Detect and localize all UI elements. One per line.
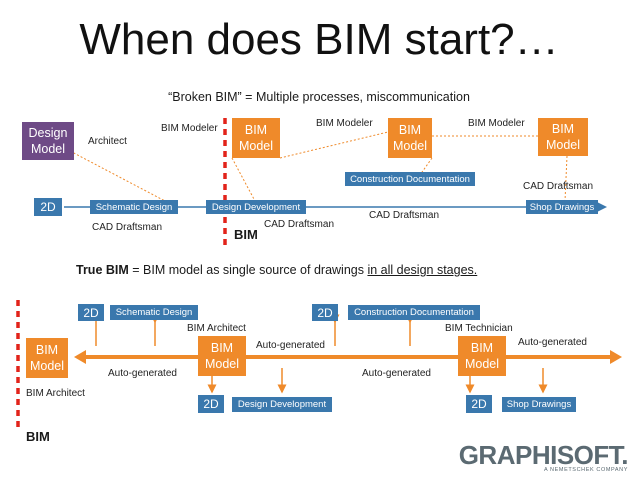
bottom-2d-2: 2D [198,395,224,413]
logo-tagline: A NEMETSCHEK COMPANY [543,467,628,473]
bim-model-box-2: BIM Model [388,118,432,158]
stage-shop-drawings: Shop Drawings [526,200,598,214]
auto-generated-label-4: Auto-generated [518,337,587,348]
bottom-bim-model-1: BIM Model [26,338,68,378]
bottom-bim-label: BIM [26,429,50,444]
bim-model-box-3: BIM Model [538,118,588,156]
bim-technician-label: BIM Technician [445,323,513,334]
bottom-bim-model-2: BIM Model [198,336,246,376]
bim-architect-label-mid: BIM Architect [187,323,246,334]
bottom-2d-4: 2D [466,395,492,413]
auto-generated-label-2: Auto-generated [256,340,325,351]
bim-model-box-1: BIM Model [232,118,280,158]
cad-draftsman-label-3: CAD Draftsman [369,210,440,221]
cad-draftsman-label-1: CAD Draftsman [92,222,163,233]
stage-construction-documentation: Construction Documentation [345,172,475,186]
bottom-stage-design-development: Design Development [232,397,332,412]
architect-label: Architect [88,136,127,147]
bottom-stage-schematic-design: Schematic Design [110,305,198,320]
logo-name: GRAPHISOFT. [458,440,629,470]
stage-2d-top: 2D [34,198,62,216]
top-bim-label: BIM [234,227,258,242]
slide-title: When does BIM start?… [79,15,559,64]
stage-design-development: Design Development [206,200,306,214]
auto-generated-label-3: Auto-generated [362,368,431,379]
true-bim-statement: True BIM = BIM model as single source of… [76,263,477,277]
bim-architect-label-left: BIM Architect [26,388,85,399]
stage-schematic-design: Schematic Design [90,200,178,214]
design-model-box: Design Model [22,122,74,160]
top-dotted-links [69,131,568,202]
graphisoft-logo: GRAPHISOFT. A NEMETSCHEK COMPANY [458,440,629,473]
bim-modeler-label-1: BIM Modeler [161,123,218,134]
true-bim-lead: True BIM [76,263,129,277]
true-bim-underlined: in all design stages. [367,263,478,277]
cad-draftsman-label-4: CAD Draftsman [523,181,594,192]
bottom-2d-1: 2D [78,304,104,321]
true-bim-middle: = BIM model as single source of drawings [128,263,368,277]
bottom-stage-shop-drawings: Shop Drawings [502,397,576,412]
bim-modeler-label-2: BIM Modeler [316,118,373,129]
bottom-stage-construction-documentation: Construction Documentation [348,305,480,320]
cad-draftsman-label-2: CAD Draftsman [264,219,335,230]
bottom-bim-model-3: BIM Model [458,336,506,376]
bim-modeler-label-3: BIM Modeler [468,118,525,129]
slide-subtitle: “Broken BIM” = Multiple processes, misco… [168,90,470,104]
bottom-2d-3: 2D [312,304,338,321]
auto-generated-label-1: Auto-generated [108,368,177,379]
